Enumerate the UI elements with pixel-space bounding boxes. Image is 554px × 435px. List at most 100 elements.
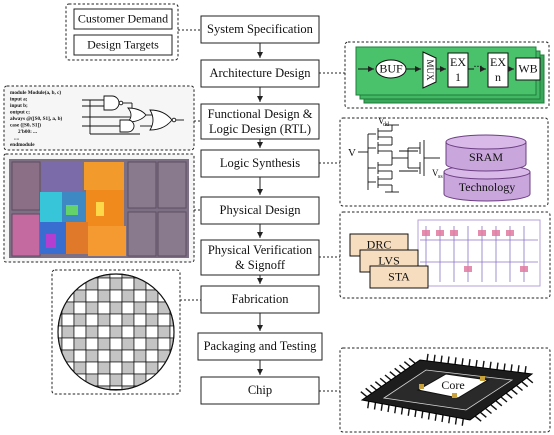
- wafer-die: [73, 313, 87, 327]
- chip-pin: [517, 365, 520, 373]
- chip-pin: [387, 404, 390, 413]
- drc-label: DRC: [367, 237, 392, 251]
- wafer-die: [109, 289, 123, 303]
- requirements-panel: Customer Demand Design Targets: [65, 3, 201, 61]
- wafer-die: [121, 349, 135, 363]
- chip-pins: [360, 353, 534, 426]
- step-label: System Specification: [207, 22, 314, 36]
- exn-label-bottom: n: [495, 70, 501, 84]
- code-line: input b;: [10, 103, 28, 109]
- vdd-label: V: [378, 116, 385, 126]
- wafer-die: [73, 289, 87, 303]
- sram-label: SRAM: [469, 150, 503, 164]
- wafer-die: [85, 361, 99, 375]
- chip-pin: [394, 367, 402, 374]
- wafer-die: [97, 289, 111, 303]
- wafer-die: [109, 313, 123, 327]
- sta-label: STA: [388, 269, 410, 283]
- wafer-die: [73, 337, 87, 351]
- chip-pin: [367, 401, 370, 409]
- chip-pin: [454, 417, 458, 425]
- chip-pin: [400, 407, 404, 415]
- wafer-die: [109, 277, 123, 291]
- wafer-die: [133, 325, 147, 339]
- step-label-line1: Physical Verification: [208, 243, 313, 257]
- wafer-die: [85, 337, 99, 351]
- core-box: [416, 373, 490, 399]
- chip-pin: [434, 413, 437, 421]
- logic-gates-schematic: [82, 95, 184, 135]
- chip-pin: [489, 361, 492, 369]
- step-logic-synthesis: Logic Synthesis: [200, 149, 320, 178]
- chip-pin: [379, 377, 387, 384]
- wafer-die: [73, 361, 87, 375]
- code-line: output c;: [10, 110, 30, 116]
- rtl-panel: module Module(a, b, c) input a; input b;…: [3, 85, 201, 151]
- chip-pin: [516, 384, 523, 392]
- wafer-die: [85, 313, 99, 327]
- code-line: always @([S0, S1], a, b): [10, 115, 63, 122]
- sram-cylinder: SRAM: [445, 134, 527, 172]
- chip-pin: [389, 371, 397, 378]
- chip-package-panel: Core: [319, 347, 551, 433]
- wafer-die: [97, 361, 111, 375]
- step-label-line2: Logic Design (RTL): [209, 122, 311, 136]
- wafer-die: [121, 277, 135, 291]
- code-line: input a;: [10, 97, 28, 103]
- step-chip: Chip: [200, 376, 320, 405]
- wafer-die: [73, 301, 87, 315]
- step-system-specification: System Specification: [200, 15, 320, 44]
- step-label: Physical Design: [220, 203, 302, 217]
- code-line: endmodule: [10, 142, 35, 148]
- vout-label: V: [432, 168, 439, 178]
- vin-label: V: [348, 147, 356, 159]
- wafer-die: [73, 325, 87, 339]
- step-physical-design: Physical Design: [200, 196, 320, 225]
- wafer-die: [109, 337, 123, 351]
- wafer-die: [145, 313, 159, 327]
- chip-pin: [399, 364, 406, 371]
- ex1-label-bottom: 1: [455, 70, 461, 84]
- chip-layout-image: [3, 153, 201, 263]
- chip-pin: [421, 411, 424, 419]
- wafer-die: [109, 361, 123, 375]
- chip-pin: [526, 377, 534, 384]
- exn-label-top: EX: [490, 55, 506, 69]
- wafer-die: [61, 313, 75, 327]
- wafer-die: [133, 337, 147, 351]
- wafer-die: [121, 373, 135, 387]
- wafer-die: [121, 313, 135, 327]
- wafer-die: [145, 337, 159, 351]
- mux-label: MUX: [425, 59, 435, 81]
- wafer-die: [97, 325, 111, 339]
- chip-pin: [461, 418, 464, 426]
- step-label: Fabrication: [232, 292, 290, 306]
- wafer-die: [121, 337, 135, 351]
- code-line: module Module(a, b, c): [10, 89, 61, 96]
- wafer-die: [133, 349, 147, 363]
- wafer-die: [61, 337, 75, 351]
- synthesis-panel: V dd V V ss Technology SRAM: [319, 116, 549, 207]
- chip-pin: [380, 403, 383, 411]
- vout-subscript: ss: [438, 174, 443, 180]
- chip-pin: [468, 359, 471, 367]
- flow-column: System Specification Architecture Design…: [197, 15, 323, 405]
- wafer-die: [109, 301, 123, 315]
- chip-pin: [360, 391, 368, 398]
- chip-pin: [503, 363, 506, 371]
- step-functional-logic-design: Functional Design & Logic Design (RTL): [200, 103, 320, 140]
- wafer-die: [157, 313, 171, 327]
- wafer-die: [109, 385, 123, 390]
- mux-shape: [422, 51, 437, 89]
- step-label: Architecture Design: [209, 66, 311, 80]
- chip-pin: [510, 388, 518, 395]
- ex1-label-top: EX: [450, 55, 466, 69]
- chip-pin: [414, 409, 417, 418]
- chip-pin: [496, 362, 499, 370]
- step-fabrication: Fabrication: [200, 285, 320, 314]
- step-label: Packaging and Testing: [204, 339, 318, 353]
- wafer-die: [109, 349, 123, 363]
- wafer-die: [157, 337, 171, 351]
- wafer-die: [85, 325, 99, 339]
